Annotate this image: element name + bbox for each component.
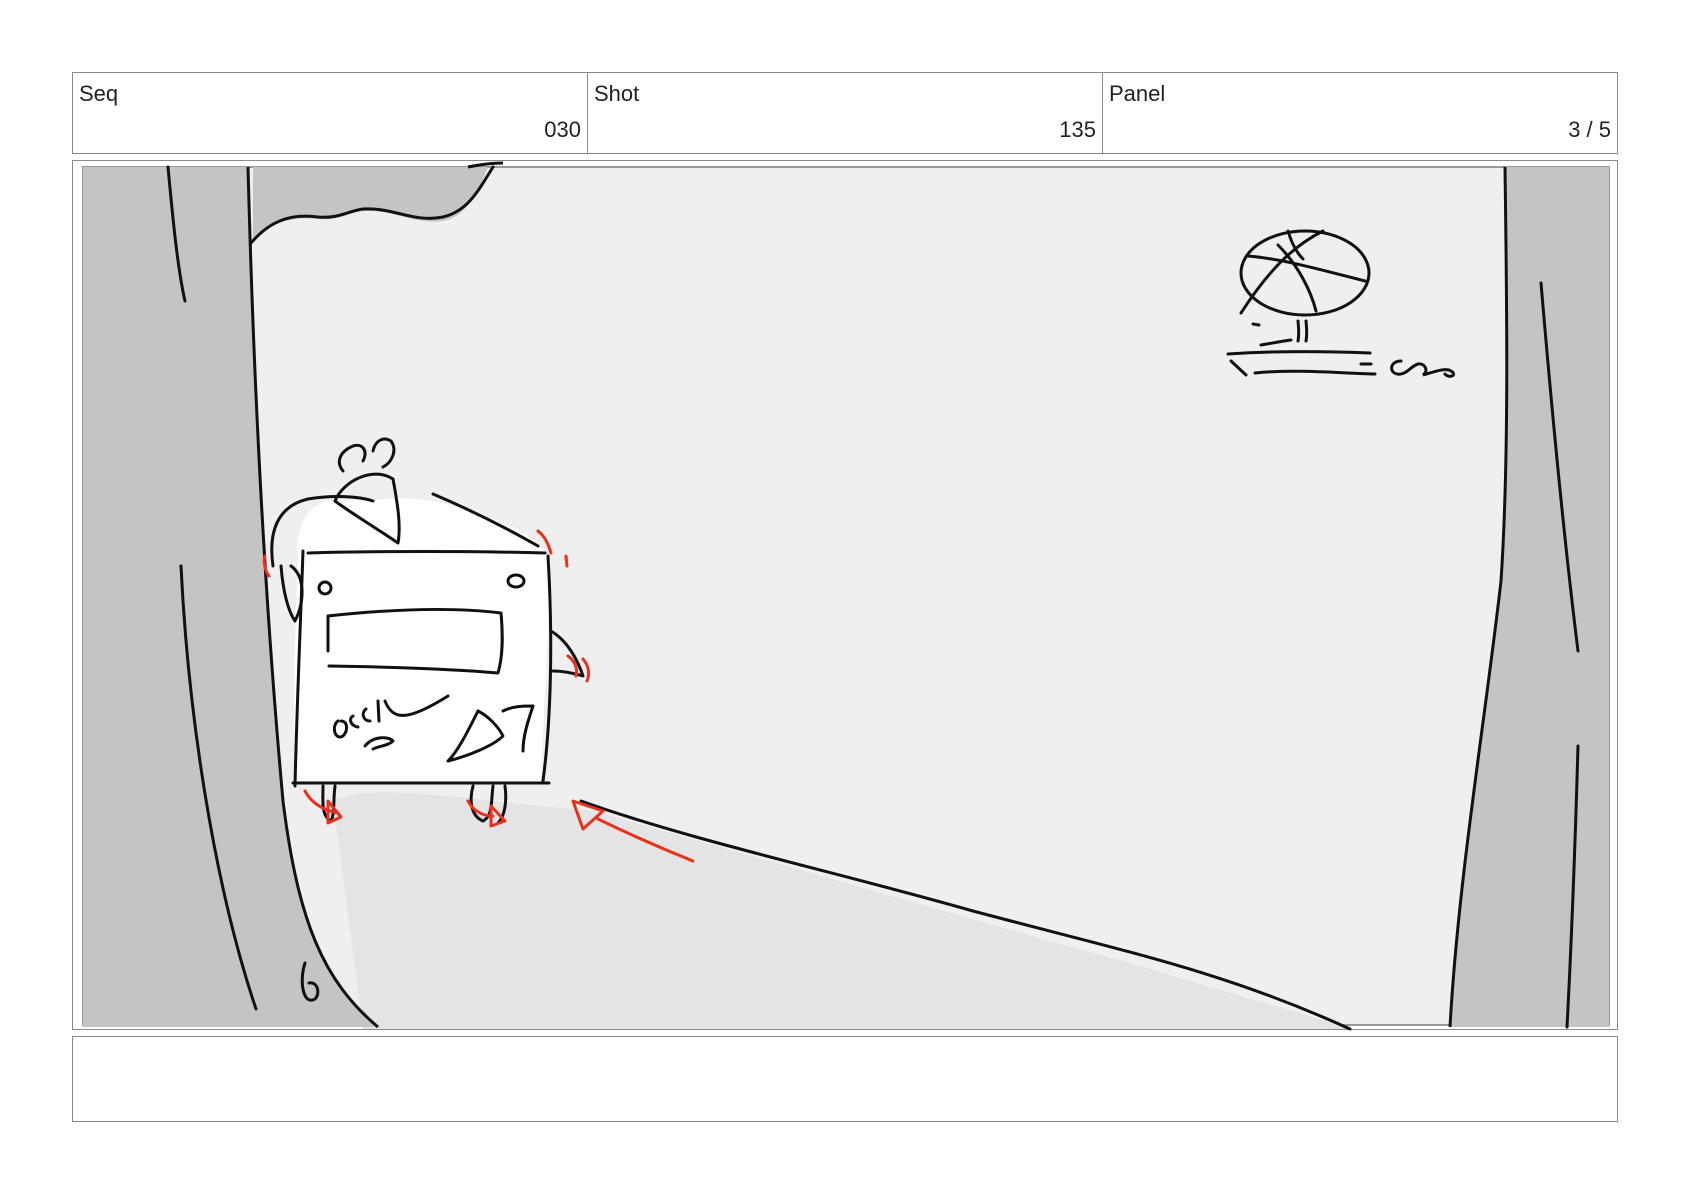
umbrella-pole-2 — [1304, 319, 1309, 343]
tree-foliage-outline — [249, 165, 495, 245]
motion-mark-arm-1 — [566, 654, 579, 678]
bin-arm-right — [549, 629, 585, 678]
bin-side-panel — [279, 564, 304, 623]
bin-dial-2 — [501, 704, 535, 753]
panel-label: Panel — [1109, 81, 1166, 106]
shot-value: 135 — [1059, 117, 1096, 142]
storyboard-frame — [72, 160, 1618, 1031]
bin-dial — [446, 709, 505, 763]
tree-foliage-tip — [467, 161, 504, 169]
table-base — [1253, 369, 1377, 376]
right-tree-trunk — [1450, 167, 1609, 1027]
shot-cell: Shot 135 — [588, 73, 1103, 153]
umbrella-mark-2 — [1259, 338, 1293, 347]
panel-cell: Panel 3 / 5 — [1103, 73, 1617, 153]
right-tree-edge — [1448, 166, 1509, 1028]
umbrella-table-sketch — [1226, 229, 1456, 378]
bin-front-top — [306, 550, 547, 555]
bin-left-side — [293, 549, 305, 788]
bin-label-box — [326, 607, 504, 675]
motion-mark-top-1 — [536, 529, 553, 555]
tree-foliage — [253, 167, 488, 241]
bin-eye-right — [506, 573, 526, 589]
right-tree-line-1 — [1539, 281, 1580, 653]
umbrella-rib-2 — [1276, 243, 1318, 313]
left-tree-trunk — [83, 167, 378, 1027]
table-top — [1226, 350, 1372, 356]
bin-scribble — [332, 694, 450, 739]
path-shading — [333, 792, 1353, 1029]
bin-eye-left — [317, 580, 333, 596]
bin-lid — [270, 495, 375, 568]
umbrella-rib-3 — [1246, 254, 1367, 283]
left-tree-edge — [246, 166, 379, 1029]
bin-hat — [333, 472, 401, 545]
motion-mark-left — [262, 554, 271, 578]
left-tree-knot — [300, 961, 320, 1002]
bin-right-side — [541, 554, 553, 783]
path-edge-line — [579, 799, 1352, 1031]
seq-value: 030 — [544, 117, 581, 142]
right-tree-line-2 — [1565, 744, 1580, 1029]
shot-label: Shot — [594, 81, 640, 106]
seq-cell: Seq 030 — [73, 73, 588, 153]
left-tree-line-2 — [179, 564, 258, 1011]
seq-label: Seq — [79, 81, 119, 106]
chairs-scribble — [1390, 359, 1456, 378]
umbrella-pole — [1296, 319, 1301, 343]
motion-mark-arm-2 — [581, 657, 591, 683]
umbrella-canopy — [1239, 229, 1371, 317]
bin-character-sketch — [262, 437, 695, 863]
bin-leg-right — [469, 784, 508, 825]
bin-antenna — [337, 437, 396, 473]
umbrella-rib-4 — [1286, 229, 1305, 261]
bin-top-edge — [431, 492, 540, 548]
bin-body-fill — [294, 498, 551, 781]
foot-arrow-right — [466, 799, 507, 828]
motion-mark-top-2 — [564, 554, 569, 568]
foot-arrow-left — [303, 789, 343, 825]
left-tree-line-1 — [166, 165, 187, 303]
storyboard-sketch — [82, 161, 1610, 1031]
notes-box — [72, 1036, 1618, 1122]
direction-arrow — [571, 799, 695, 863]
panel-header: Seq 030 Shot 135 Panel 3 / 5 — [72, 72, 1618, 154]
umbrella-mark — [1251, 322, 1261, 327]
panel-value: 3 / 5 — [1568, 117, 1611, 142]
bin-scribble-2 — [363, 736, 395, 751]
table-leg — [1229, 359, 1248, 377]
